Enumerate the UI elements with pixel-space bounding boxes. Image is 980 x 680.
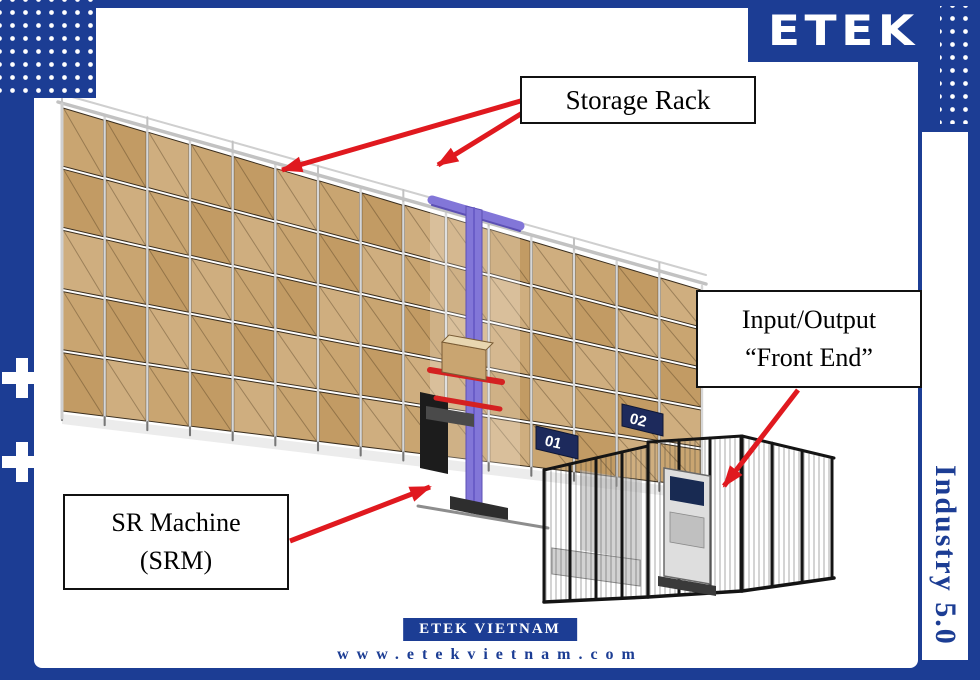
logo-dot-pattern [940,6,974,124]
storage-rack-label: Storage Rack [520,76,756,124]
side-banner-strip: Industry 5.0 [922,132,968,660]
footer-company-badge: ETEK VIETNAM [403,618,577,641]
corner-dot-pattern [0,0,96,98]
footer-website-url: www.etekvietnam.com [337,646,643,663]
plus-decoration-icon [2,442,42,482]
io-label-line1: Input/Output [741,305,877,334]
plus-decoration-icon [2,358,42,398]
io-label-line2: “Front End” [745,343,873,372]
industry-banner: Industry 5.0 [929,465,962,646]
srm-label: SR Machine (SRM) [63,494,289,590]
srm-label-line1: SR Machine [111,508,241,537]
srm-label-line2: (SRM) [139,546,213,575]
logo-area: ETEK [748,0,938,62]
etek-logo: ETEK [767,6,919,55]
storage-rack-label-text: Storage Rack [565,84,711,115]
io-front-end-label: Input/Output “Front End” [696,290,922,388]
